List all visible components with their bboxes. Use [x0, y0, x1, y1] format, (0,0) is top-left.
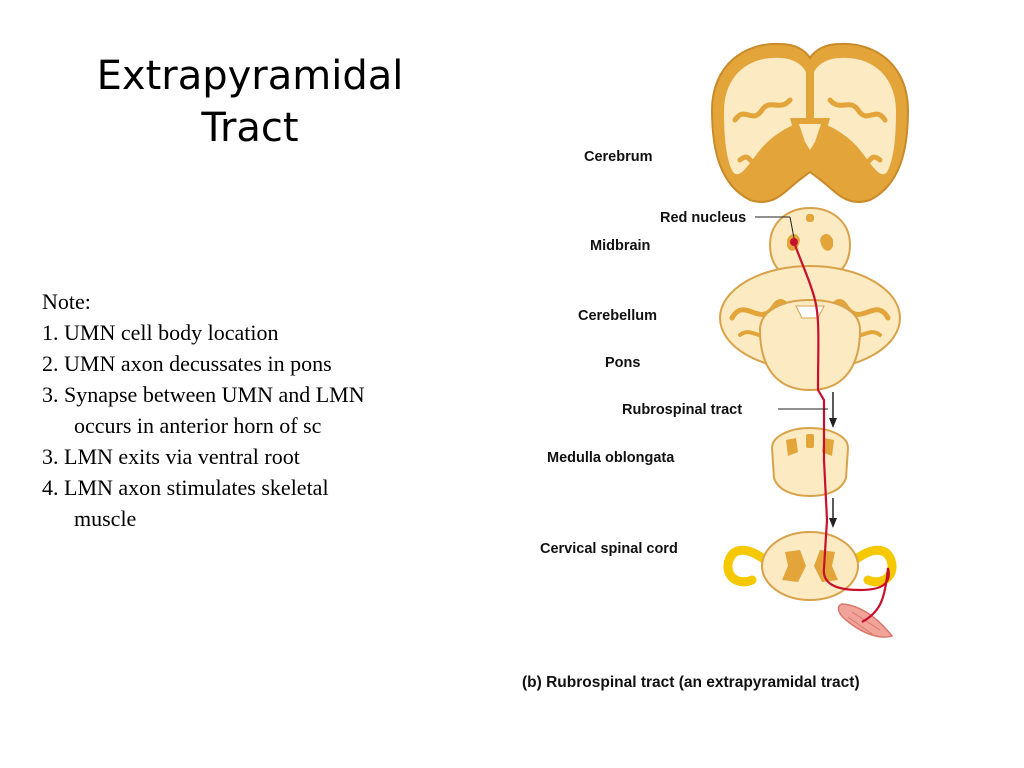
label-cervical-spinal-cord: Cervical spinal cord [540, 541, 678, 557]
label-red-nucleus: Red nucleus [660, 210, 746, 226]
cerebellum-pons-illustration [719, 265, 901, 392]
note-line-3: 3. Synapse between UMN and LMN [42, 382, 365, 407]
label-cerebellum: Cerebellum [578, 308, 657, 324]
title-line-2: Tract [201, 105, 299, 151]
notes-heading: Note: [42, 289, 91, 314]
label-medulla-oblongata: Medulla oblongata [547, 450, 675, 466]
note-line-7: muscle [74, 506, 137, 531]
note-line-6: 4. LMN axon stimulates skeletal [42, 475, 329, 500]
downward-arrows [829, 392, 837, 528]
medulla-illustration [770, 426, 850, 498]
note-line-4: occurs in anterior horn of sc [74, 413, 322, 438]
notes-block: Note: 1. UMN cell body location 2. UMN a… [42, 286, 472, 534]
spinal-cord-illustration [723, 531, 897, 601]
note-line-2: 2. UMN axon decussates in pons [42, 351, 332, 376]
cerebrum-illustration [710, 42, 910, 203]
muscle-striations [847, 611, 881, 635]
note-line-5: 3. LMN exits via ventral root [42, 444, 300, 469]
slide-title: Extrapyramidal Tract [70, 50, 430, 154]
diagram-caption: (b) Rubrospinal tract (an extrapyramidal… [522, 674, 860, 691]
label-cerebrum: Cerebrum [584, 149, 653, 165]
label-midbrain: Midbrain [590, 238, 650, 254]
note-line-1: 1. UMN cell body location [42, 320, 279, 345]
label-pons: Pons [605, 355, 640, 371]
title-line-1: Extrapyramidal [96, 53, 404, 99]
red-nucleus-leader-tip [789, 216, 795, 239]
rubrospinal-tract-line [792, 241, 890, 623]
label-rubrospinal-tract: Rubrospinal tract [622, 402, 742, 418]
